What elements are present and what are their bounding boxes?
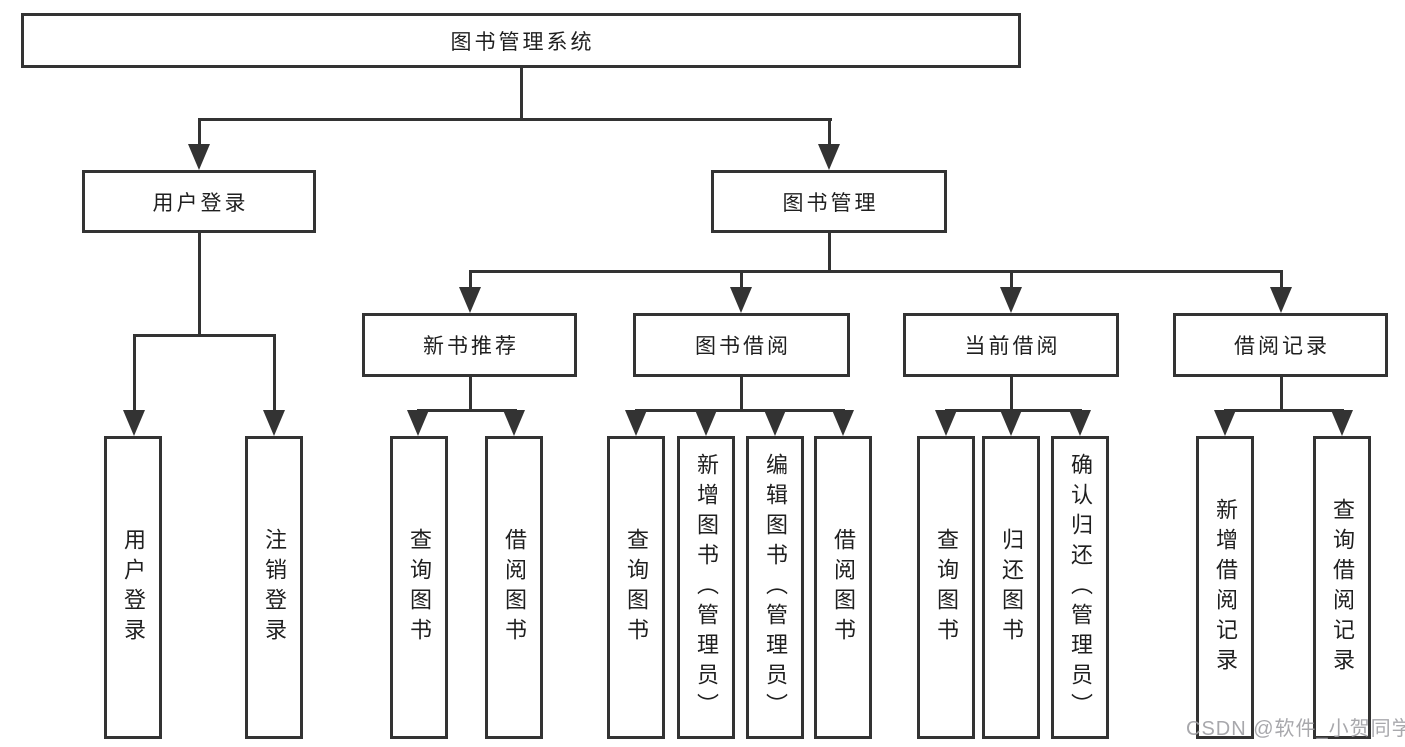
node-label: 查询图书: [624, 527, 649, 648]
connector-line: [417, 409, 517, 412]
node-label: 图书管理: [782, 191, 879, 215]
connector-line: [469, 375, 472, 412]
node-label: 新书推荐: [423, 335, 519, 358]
arrow-down-icon: [503, 410, 525, 436]
node-leaf-logout: 注销登录: [245, 436, 303, 739]
node-leaf-borrow-books-borrowing: 借阅图书: [814, 436, 872, 739]
arrow-down-icon: [407, 410, 429, 436]
connector-line: [133, 336, 136, 412]
connector-line: [133, 334, 276, 337]
node-label: 确认归还（管理员）: [1068, 452, 1093, 723]
node-label: 借阅图书: [831, 527, 856, 648]
arrow-down-icon: [935, 410, 957, 436]
arrow-down-icon: [1069, 410, 1091, 436]
arrow-down-icon: [1270, 287, 1292, 313]
connector-line: [198, 118, 832, 121]
node-label: 注销登录: [262, 527, 287, 648]
node-leaf-query-books-recommend: 查询图书: [390, 436, 448, 739]
arrow-down-icon: [1214, 410, 1236, 436]
connector-line: [198, 119, 201, 147]
arrow-down-icon: [1000, 410, 1022, 436]
arrow-down-icon: [459, 287, 481, 313]
connector-line: [520, 66, 523, 120]
connector-line: [740, 272, 743, 290]
connector-line: [1010, 272, 1013, 290]
node-leaf-user-login: 用户登录: [104, 436, 162, 739]
connector-line: [469, 270, 1283, 273]
connector-line: [828, 119, 831, 147]
node-leaf-add-books-admin: 新增图书（管理员）: [677, 436, 735, 739]
arrow-down-icon: [625, 410, 647, 436]
connector-line: [740, 375, 743, 412]
connector-line: [1224, 409, 1344, 412]
arrow-down-icon: [818, 144, 840, 170]
watermark: CSDN @软件_小贺同学: [1186, 718, 1405, 740]
connector-line: [198, 231, 201, 337]
node-root: 图书管理系统: [21, 13, 1021, 68]
node-label: 图书借阅: [695, 335, 791, 358]
node-current-borrowing: 当前借阅: [903, 313, 1119, 377]
node-label: 编辑图书（管理员）: [763, 452, 788, 723]
node-label: 用户登录: [121, 527, 146, 648]
connector-line: [828, 231, 831, 272]
node-borrowing-records: 借阅记录: [1173, 313, 1388, 377]
node-label: 查询图书: [407, 527, 432, 648]
connector-line: [635, 409, 845, 412]
node-label: 借阅记录: [1234, 335, 1330, 358]
connector-line: [273, 336, 276, 412]
node-label: 新增借阅记录: [1213, 497, 1238, 678]
node-leaf-query-books-borrowing: 查询图书: [607, 436, 665, 739]
arrow-down-icon: [1000, 287, 1022, 313]
connector-line: [1010, 375, 1013, 412]
node-label: 当前借阅: [964, 335, 1061, 358]
node-root-label: 图书管理系统: [450, 30, 595, 54]
node-book-borrowing: 图书借阅: [633, 313, 850, 377]
node-label: 借阅图书: [502, 527, 527, 648]
node-leaf-borrow-books-recommend: 借阅图书: [485, 436, 543, 739]
node-label: 查询借阅记录: [1330, 497, 1355, 678]
connector-line: [1280, 272, 1283, 290]
node-book-management: 图书管理: [711, 170, 947, 233]
node-leaf-query-books-current: 查询图书: [917, 436, 975, 739]
arrow-down-icon: [832, 410, 854, 436]
arrow-down-icon: [123, 410, 145, 436]
node-user-login: 用户登录: [82, 170, 316, 233]
node-leaf-confirm-return-admin: 确认归还（管理员）: [1051, 436, 1109, 739]
arrow-down-icon: [730, 287, 752, 313]
node-label: 用户登录: [152, 191, 249, 215]
node-leaf-edit-books-admin: 编辑图书（管理员）: [746, 436, 804, 739]
arrow-down-icon: [263, 410, 285, 436]
node-leaf-return-books: 归还图书: [982, 436, 1040, 739]
arrow-down-icon: [695, 410, 717, 436]
arrow-down-icon: [188, 144, 210, 170]
node-label: 查询图书: [934, 527, 959, 648]
connector-line: [1280, 375, 1283, 412]
node-leaf-query-borrow-record: 查询借阅记录: [1313, 436, 1371, 739]
arrow-down-icon: [764, 410, 786, 436]
node-leaf-add-borrow-record: 新增借阅记录: [1196, 436, 1254, 739]
node-label: 归还图书: [999, 527, 1024, 648]
node-label: 新增图书（管理员）: [694, 452, 719, 723]
connector-line: [469, 272, 472, 290]
arrow-down-icon: [1331, 410, 1353, 436]
node-new-book-recommendation: 新书推荐: [362, 313, 577, 377]
